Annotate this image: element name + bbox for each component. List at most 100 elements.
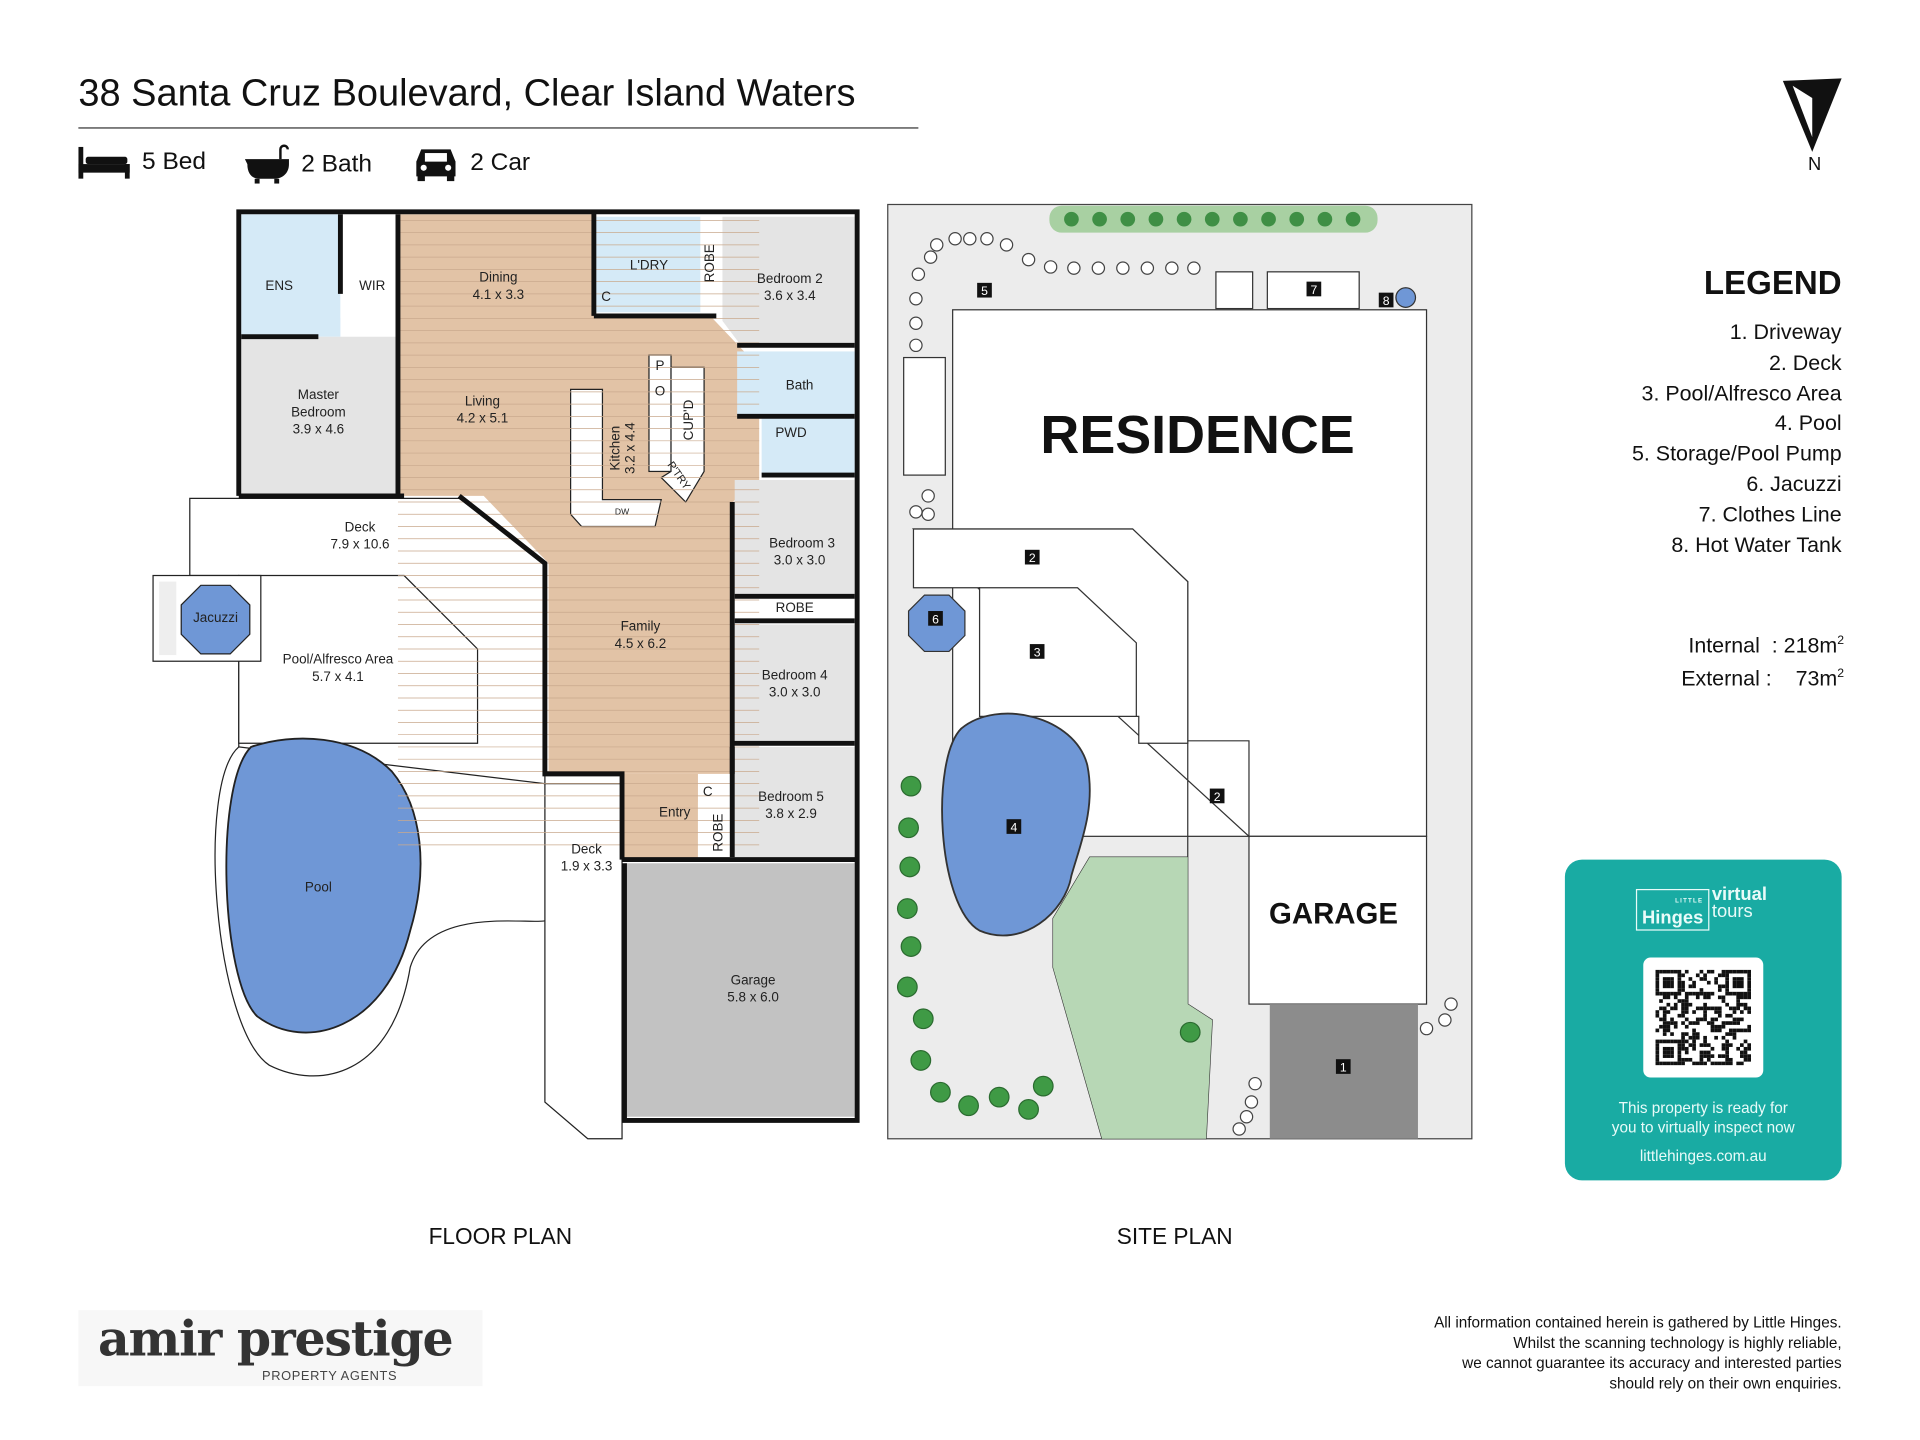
car-label: 2 Car [470, 148, 531, 176]
floor-plan: ENS WIR Dining 4.1 x 3.3 L'DRY C ROBE Be… [152, 209, 860, 1140]
shrub-icon [912, 1008, 934, 1030]
room-label-pool: Pool [305, 879, 332, 894]
external-area: External : 73m2 [1681, 665, 1845, 691]
car-count: 2 Car [414, 144, 531, 182]
legend-item: 6. Jacuzzi [1746, 471, 1842, 496]
room-size-master: 3.9 x 4.6 [293, 421, 345, 436]
shrub-icon [1148, 211, 1164, 227]
stepping-stone [1140, 261, 1155, 275]
shrub-icon [900, 936, 922, 957]
room-label-family: Family [621, 619, 661, 634]
stepping-stone [1444, 997, 1458, 1011]
room-label-bath: Bath [786, 377, 814, 392]
room-size-bedroom-4: 3.0 x 3.0 [769, 685, 821, 700]
stepping-stone [909, 316, 923, 331]
svg-text:3: 3 [1034, 645, 1041, 659]
pool [225, 737, 422, 1034]
svg-text:5: 5 [981, 284, 988, 298]
qr-code-icon [1655, 969, 1752, 1066]
title-divider [78, 127, 919, 129]
agency-tagline: PROPERTY AGENTS [262, 1368, 398, 1384]
bed-icon [78, 146, 130, 179]
stepping-stone [909, 505, 923, 519]
north-arrow-icon: N [1782, 78, 1842, 174]
bed-label: 5 Bed [142, 147, 207, 175]
svg-text:1: 1 [1340, 1060, 1347, 1074]
legend-item: 3. Pool/Alfresco Area [1641, 380, 1842, 405]
legend-item: 4. Pool [1774, 410, 1842, 436]
interior-floors [241, 214, 855, 1117]
shrub-icon [958, 1095, 979, 1117]
qr-code[interactable] [1643, 957, 1764, 1078]
stepping-stone [911, 267, 926, 282]
hot-water-tank [1395, 287, 1417, 308]
alfresco [978, 587, 1137, 717]
room-label-ens: ENS [265, 278, 293, 293]
room-label-master-bedroom: Bedroom [291, 404, 346, 419]
area-summary: Internal : 218m2 External : 73m2 [1681, 627, 1844, 693]
svg-text:2: 2 [1214, 790, 1221, 804]
stepping-stone [909, 292, 923, 306]
stepping-stone [948, 232, 962, 246]
tour-text-2: you to virtually inspect now [1611, 1119, 1795, 1137]
shrub-icon [898, 817, 919, 839]
room-size-alfresco: 5.7 x 4.1 [312, 669, 364, 684]
room-label-dining: Dining [479, 270, 517, 285]
shrub-icon [1345, 211, 1361, 227]
stepping-stone [930, 238, 944, 252]
bath-icon [244, 144, 289, 184]
room-label-laundry: L'DRY [630, 257, 668, 272]
stepping-stone [909, 338, 923, 353]
room-label-garage: Garage [731, 972, 776, 987]
stepping-stone [1438, 1013, 1452, 1027]
label-dishwasher: DW [615, 506, 630, 516]
shrub-icon [899, 856, 921, 878]
label-oven: O [655, 384, 665, 399]
stepping-stone [1091, 261, 1106, 275]
stepping-stone [1067, 261, 1081, 275]
tour-url-link[interactable]: littlehinges.com.au [1639, 1147, 1767, 1165]
garage-footprint [1248, 835, 1428, 1005]
site-marker: 8 [1378, 292, 1394, 308]
internal-area: Internal : 218m2 [1688, 632, 1845, 658]
bath-label: 2 Bath [301, 150, 373, 177]
stepping-stone [1419, 1021, 1434, 1036]
stepping-stone [923, 250, 938, 264]
stepping-stone [963, 232, 977, 246]
room-label-robe-3: ROBE [710, 814, 725, 852]
stepping-stone [999, 238, 1014, 252]
site-marker: 4 [1006, 819, 1022, 834]
room-label-living: Living [465, 393, 500, 408]
room-label-cupboard-3: C [703, 784, 713, 799]
residence-label: RESIDENCE [1040, 405, 1354, 465]
room-size-family: 4.5 x 6.2 [615, 636, 667, 651]
room-label-bedroom-3: Bedroom 3 [769, 535, 835, 550]
shrub-icon [896, 898, 918, 919]
site-marker: 5 [977, 282, 992, 298]
bath-count: 2 Bath [244, 144, 373, 184]
room-size-dining: 4.1 x 3.3 [473, 287, 525, 302]
room-label-cupboard: C [601, 289, 611, 304]
lawn [1053, 857, 1213, 1139]
jacuzzi [180, 584, 251, 655]
shrub-icon [1120, 211, 1136, 227]
stepping-stone [1248, 1076, 1262, 1091]
room-label-wir: WIR [359, 278, 385, 293]
shrub-icon [1179, 1021, 1201, 1043]
stepping-stone [1021, 252, 1036, 267]
room-label-deck-2: Deck [571, 841, 602, 856]
floor-plan-caption: FLOOR PLAN [428, 1223, 573, 1249]
garden-shrubs [896, 232, 1458, 1136]
site-marker: 3 [1029, 644, 1045, 659]
site-marker: 1 [1335, 1059, 1351, 1074]
room-label-bedroom-5: Bedroom 5 [758, 789, 824, 804]
room-label-bedroom-2: Bedroom 2 [757, 271, 823, 286]
site-marker: 2 [1024, 549, 1040, 565]
shrub-icon [930, 1081, 951, 1103]
shrub-icon [900, 775, 922, 797]
room-label-entry: Entry [659, 805, 691, 820]
site-marker: 6 [928, 611, 943, 626]
